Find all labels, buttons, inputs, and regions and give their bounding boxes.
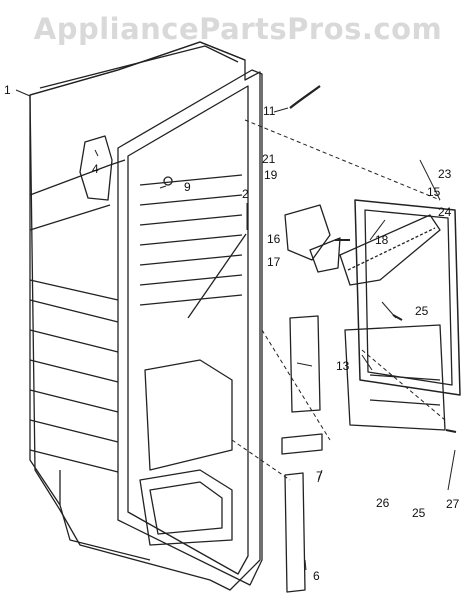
part-label-15: 15: [427, 185, 441, 199]
part-27-screw: [445, 429, 457, 433]
part-label-6: 6: [313, 569, 320, 583]
part-13-shield: [289, 315, 321, 413]
part-label-2: 2: [242, 187, 249, 201]
part-label-1: 1: [4, 83, 11, 97]
part-2-rod: [187, 233, 247, 319]
label-leaders: [15, 89, 456, 571]
cabinet-liner: [29, 41, 263, 591]
part-label-19: 19: [264, 168, 278, 182]
part-9-screw: [163, 176, 173, 186]
part-label-13: 13: [336, 359, 350, 373]
part-17-fan: [309, 237, 341, 273]
part-4-bracket: [79, 135, 113, 201]
part-23-mold: [339, 214, 441, 286]
part-label-23: 23: [438, 167, 452, 181]
leader-lines: [231, 119, 446, 481]
part-label-25-lower: 25: [412, 506, 426, 520]
part-label-4: 4: [92, 162, 99, 176]
part-label-24: 24: [438, 205, 452, 219]
part-label-11: 11: [263, 104, 276, 118]
part-11-wire: [289, 85, 321, 109]
part-24-cover: [354, 199, 461, 396]
part-label-25-upper: 25: [415, 304, 429, 318]
part-label-27: 27: [446, 497, 460, 511]
part-16-motor: [284, 204, 331, 261]
watermark: AppliancePartsPros.com: [33, 12, 443, 46]
part-label-18: 18: [375, 233, 389, 247]
part-6-cover: [284, 472, 306, 593]
part-26-plate: [344, 324, 446, 431]
part-label-16: 16: [267, 232, 281, 246]
part-label-26: 26: [376, 496, 390, 510]
part-label-21: 21: [262, 152, 276, 166]
part-label-17: 17: [267, 255, 281, 269]
part-label-7: 7: [316, 469, 323, 483]
part-label-9: 9: [184, 180, 191, 194]
part-7-clip: [281, 433, 323, 455]
